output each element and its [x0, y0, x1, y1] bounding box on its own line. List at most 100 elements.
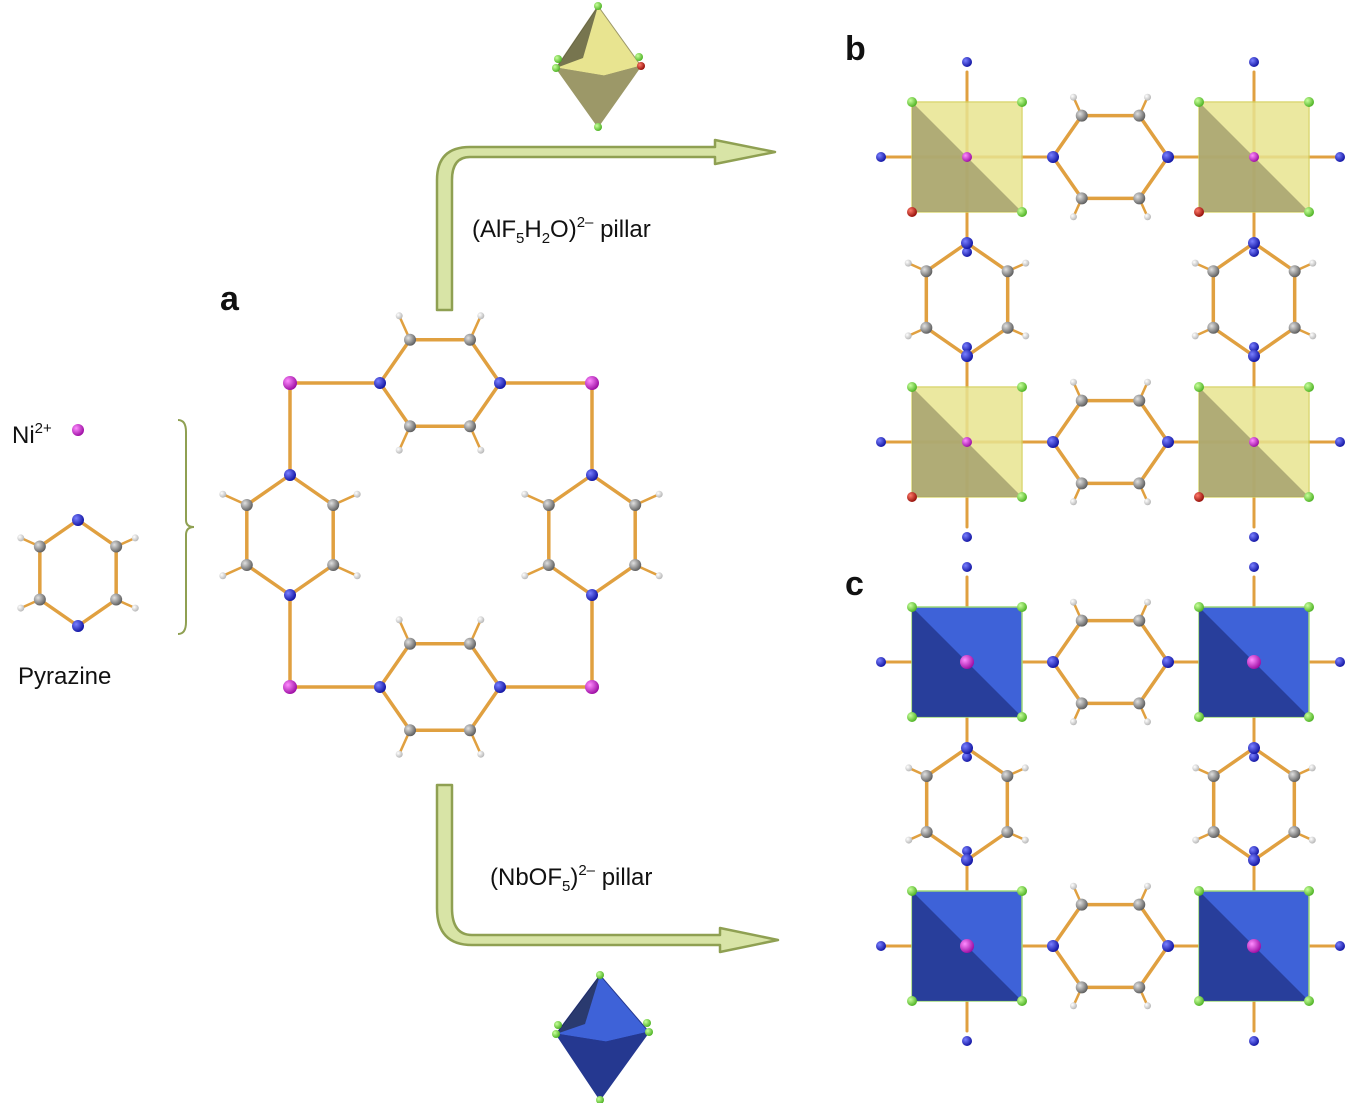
fluorine-atom	[1304, 382, 1314, 392]
bond	[245, 563, 292, 597]
nitrogen-atom	[876, 657, 886, 667]
carbon-atom	[1133, 109, 1146, 122]
bond	[965, 746, 1010, 778]
nitrogen-atom	[1249, 342, 1259, 352]
fluorine-atom	[907, 97, 917, 107]
carbon-atom	[1075, 697, 1088, 710]
carbon-atom	[1133, 981, 1146, 994]
hydrogen-atom	[1192, 836, 1200, 844]
panel-label-a: a	[220, 280, 239, 318]
carbon-atom	[33, 540, 46, 553]
bond	[590, 473, 637, 507]
hydrogen-atom	[1144, 93, 1152, 101]
fluorine-atom	[1017, 886, 1027, 896]
nickel-atom	[283, 680, 297, 694]
hydrogen-atom	[219, 490, 227, 498]
hydrogen-atom	[1309, 259, 1317, 267]
fluorine-atom	[907, 712, 917, 722]
fluorine-atom	[1017, 97, 1027, 107]
bond	[38, 597, 80, 628]
fluorine-atom	[1194, 382, 1204, 392]
carbon-atom	[1075, 981, 1088, 994]
hydrogen-atom	[17, 534, 25, 542]
nitrogen-atom	[494, 377, 506, 389]
hydrogen-atom	[521, 490, 529, 498]
hydrogen-atom	[904, 332, 912, 340]
fluorine-atom	[1194, 886, 1204, 896]
hydrogen-atom	[477, 616, 485, 624]
bond	[38, 518, 80, 549]
hydrogen-atom	[1069, 498, 1077, 506]
bond	[468, 642, 502, 689]
carbon-atom	[110, 540, 123, 553]
arrow-to-panel-c	[435, 783, 780, 954]
nitrogen-atom	[1047, 656, 1059, 668]
nitrogen-atom	[962, 57, 972, 67]
bond	[76, 597, 118, 628]
nickel-atom	[585, 680, 599, 694]
fluorine-atom	[1194, 712, 1204, 722]
hydrogen-atom	[1144, 498, 1152, 506]
bond-layer	[19, 70, 1344, 1033]
carbon-atom	[1133, 394, 1146, 407]
nickel-atom	[72, 424, 84, 436]
fluorine-atom	[907, 996, 917, 1006]
alf5h2o-octahedron-lower-face	[554, 65, 643, 128]
nitrogen-atom	[1047, 436, 1059, 448]
carbon-atom	[1207, 265, 1220, 278]
nitrogen-atom	[961, 350, 973, 362]
hydrogen-atom	[395, 446, 403, 454]
hydrogen-atom	[521, 572, 529, 580]
fluorine-atom	[907, 886, 917, 896]
fluorine-atom	[1304, 207, 1314, 217]
bond	[1051, 113, 1084, 159]
nitrogen-atom	[1335, 152, 1345, 162]
nitrogen-atom	[1249, 846, 1259, 856]
hydrogen-atom	[353, 490, 361, 498]
hydrogen-atom	[655, 490, 663, 498]
oxygen-atom	[907, 492, 917, 502]
bond	[1211, 326, 1256, 358]
carbon-atom	[629, 559, 642, 571]
nitrogen-atom	[1047, 940, 1059, 952]
hydrogen-atom	[1069, 1002, 1077, 1010]
pillar-label-nbof5: (NbOF5)2– pillar	[490, 862, 653, 895]
bond	[468, 685, 502, 732]
hydrogen-atom	[131, 534, 139, 542]
carbon-atom	[327, 499, 340, 511]
nitrogen-atom	[1162, 940, 1174, 952]
nitrogen-atom	[876, 152, 886, 162]
nitrogen-atom	[284, 589, 296, 601]
bond	[1051, 440, 1084, 486]
fluorine-atom	[1017, 382, 1027, 392]
bond	[965, 830, 1010, 862]
fluorine-atom	[594, 123, 602, 131]
nickel-atom	[1249, 437, 1259, 447]
fluorine-atom	[643, 1019, 651, 1027]
hydrogen-atom	[1069, 718, 1077, 726]
grouping-bracket	[177, 419, 195, 635]
fluorine-atom	[594, 2, 602, 10]
nitrogen-atom	[962, 342, 972, 352]
hydrogen-atom	[395, 750, 403, 758]
bond	[1137, 155, 1170, 201]
carbon-atom	[1001, 265, 1014, 278]
hydrogen-atom	[1069, 93, 1077, 101]
carbon-atom	[542, 499, 555, 511]
bond	[1051, 155, 1084, 201]
bond	[924, 241, 969, 273]
carbon-atom	[1133, 614, 1146, 627]
nitrogen-atom	[1249, 562, 1259, 572]
nitrogen-atom	[1248, 350, 1260, 362]
nitrogen-atom	[962, 532, 972, 542]
carbon-atom	[33, 593, 46, 606]
bond	[1051, 902, 1084, 948]
fluorine-atom	[1017, 712, 1027, 722]
carbon-atom	[110, 593, 123, 606]
hydrogen-atom	[1069, 598, 1077, 606]
hydrogen-atom	[395, 616, 403, 624]
alf5h2o-octahedron-upper-face	[555, 5, 642, 77]
carbon-atom	[920, 770, 933, 782]
carbon-atom	[1133, 477, 1146, 490]
panel-label-c: c	[845, 565, 864, 603]
